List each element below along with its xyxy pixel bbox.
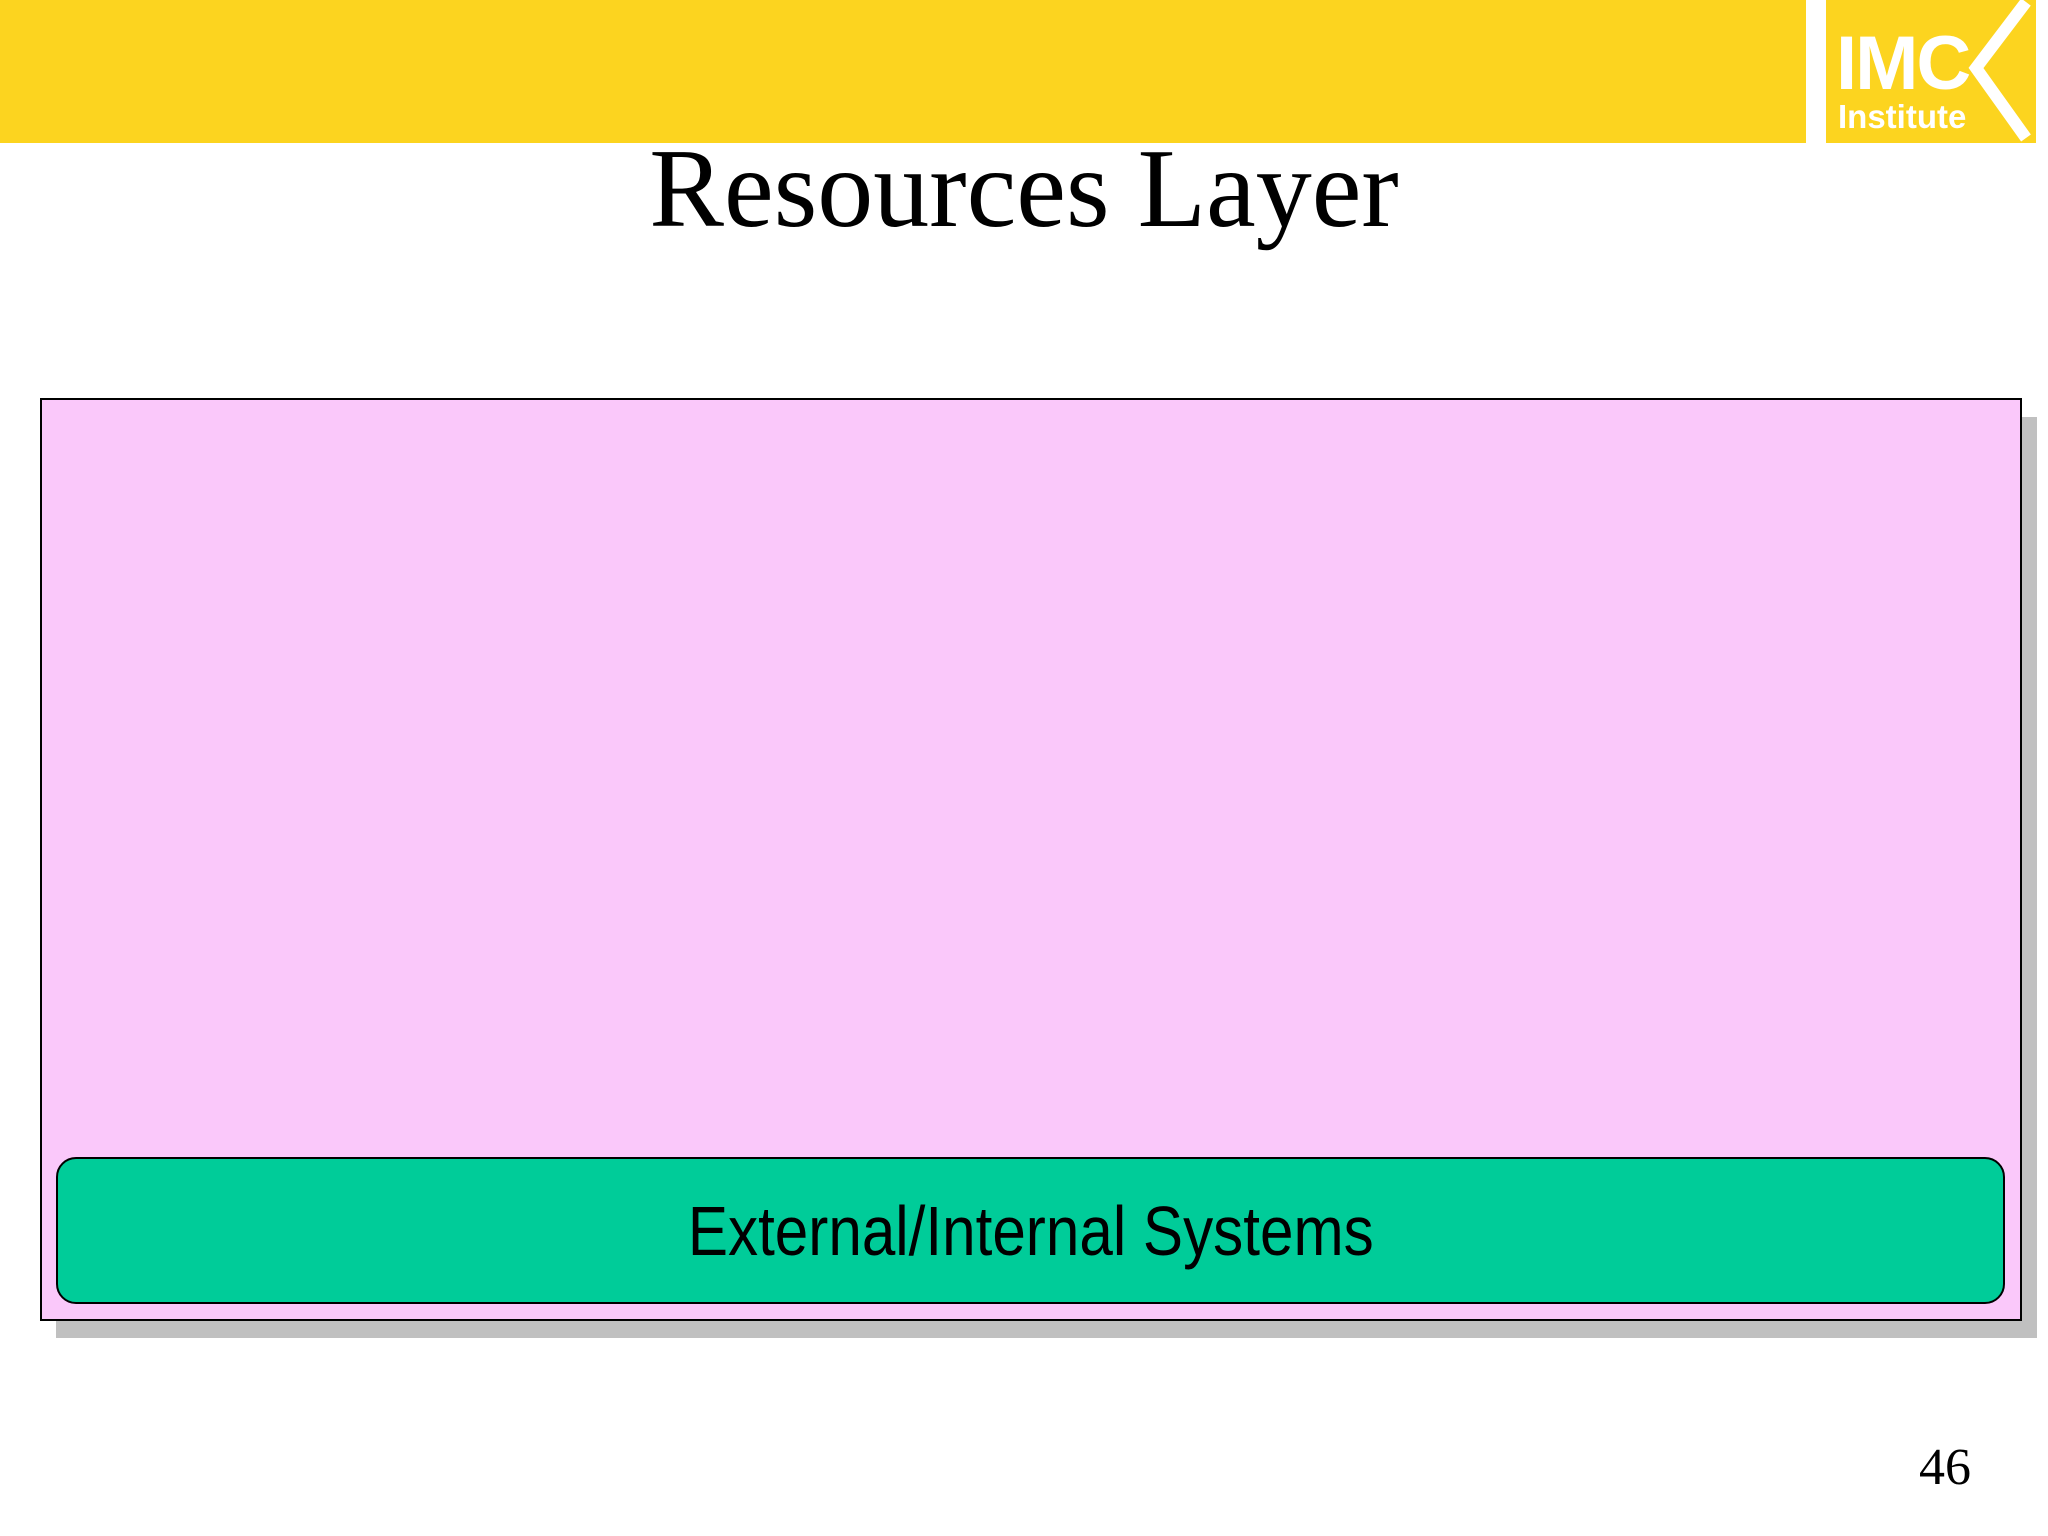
systems-box-label: External/Internal Systems (687, 1191, 1374, 1270)
logo-text-main: IMC (1836, 21, 1971, 106)
imc-institute-logo: IMC Institute (1826, 0, 2036, 143)
logo-chevron-icon (1968, 0, 2031, 142)
logo-text-sub: Institute (1838, 98, 1967, 135)
external-internal-systems-box: External/Internal Systems (56, 1157, 2005, 1304)
page-number: 46 (1919, 1439, 1971, 1496)
resources-layer-panel: External/Internal Systems (40, 398, 2022, 1321)
header-banner (0, 0, 1806, 143)
slide-title: Resources Layer (649, 127, 1399, 251)
